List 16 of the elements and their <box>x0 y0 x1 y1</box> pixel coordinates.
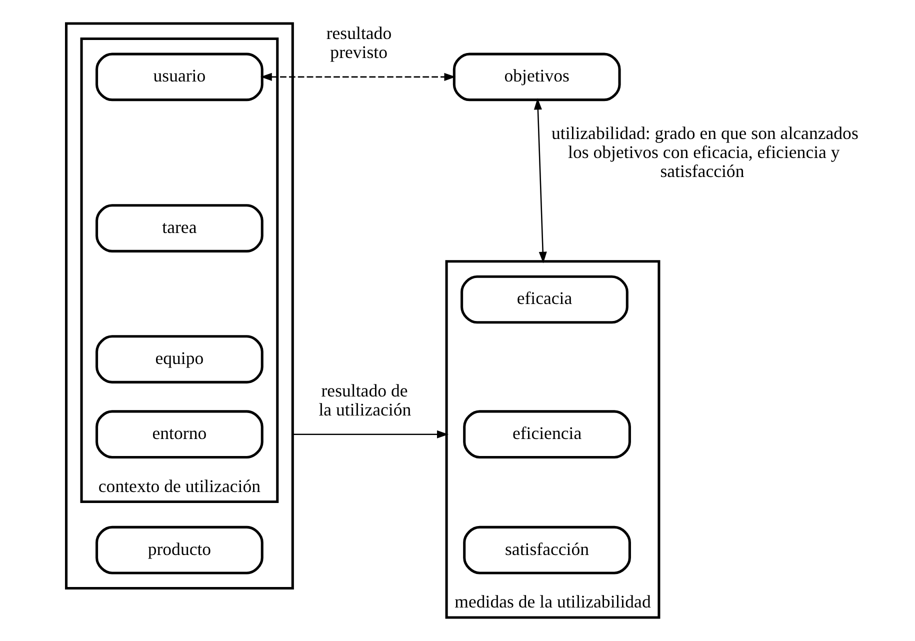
arrow <box>292 430 448 438</box>
arrow <box>260 72 456 81</box>
node-box: usuario <box>95 52 263 102</box>
edge-label: resultado previsto <box>326 23 392 62</box>
node-box: eficiencia <box>462 410 630 458</box>
node-box: producto <box>95 526 263 574</box>
edge-label: utilizabilidad: grado en que son alcanzados los objetivos con eficacia, eficiencia y satisfacción <box>550 122 858 182</box>
node-box: objetivos <box>452 52 620 102</box>
cluster <box>64 22 294 590</box>
node-box: entorno <box>95 410 263 458</box>
edge-label: resultado de la utilización <box>318 380 411 420</box>
node-box: eficacia <box>460 275 628 324</box>
arrow <box>533 98 546 264</box>
node-box: satisfacción <box>462 526 630 574</box>
node-box: equipo <box>95 335 263 384</box>
node-box: tarea <box>95 204 263 252</box>
